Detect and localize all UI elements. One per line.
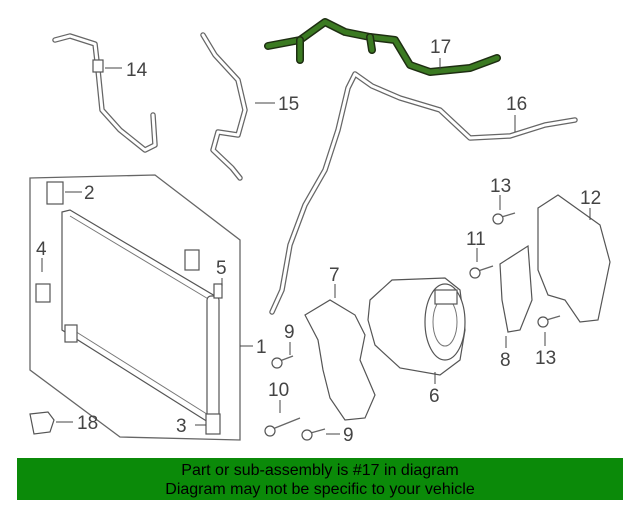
callout-14: 14	[126, 60, 148, 81]
part-4-bracket[interactable]	[35, 283, 51, 303]
part-6-compressor[interactable]	[367, 277, 466, 376]
part-inner-bracket-b	[64, 324, 78, 343]
callout-17: 17	[430, 37, 451, 58]
part-15-hose[interactable]	[200, 32, 248, 181]
callout-15: 15	[278, 94, 299, 115]
callout-16: 16	[506, 94, 527, 115]
bolt-9-lower[interactable]	[301, 428, 326, 441]
bolt-13-lower[interactable]	[537, 315, 561, 328]
bolt-13-upper[interactable]	[492, 212, 516, 225]
part-14-hose[interactable]	[52, 33, 158, 153]
part-3-bracket[interactable]	[205, 413, 221, 435]
callout-13-upper: 13	[490, 176, 511, 197]
bolt-10[interactable]	[264, 417, 301, 437]
leader-lines	[41, 58, 591, 435]
callout-8: 8	[500, 350, 511, 371]
part-1-condenser[interactable]	[29, 174, 241, 441]
part-12-bracket[interactable]	[537, 194, 611, 323]
callout-11: 11	[466, 229, 486, 250]
part-inner-bracket-a	[184, 249, 200, 271]
info-banner: Part or sub-assembly is #17 in diagram D…	[17, 458, 623, 500]
banner-line-1: Part or sub-assembly is #17 in diagram	[181, 462, 459, 479]
part-16-pipe[interactable]	[269, 71, 578, 315]
callout-13-lower: 13	[535, 348, 556, 369]
callout-9-upper: 9	[284, 322, 295, 343]
bolt-9-upper[interactable]	[271, 355, 294, 369]
callout-5: 5	[216, 258, 227, 279]
part-2-bracket[interactable]	[46, 181, 64, 205]
banner-line-2: Diagram may not be specific to your vehi…	[165, 481, 475, 498]
parts-diagram: 14 15 17 16 2 13 12 11 4 5 7 1 9 8 13 10…	[29, 18, 611, 446]
callout-10: 10	[268, 380, 289, 401]
callout-1: 1	[256, 337, 267, 358]
callout-2: 2	[84, 183, 95, 204]
bolt-11[interactable]	[469, 265, 494, 279]
callout-12: 12	[580, 188, 601, 209]
callout-9-lower: 9	[343, 425, 354, 446]
callout-4: 4	[36, 239, 47, 260]
callout-6: 6	[429, 386, 440, 407]
callout-18: 18	[77, 413, 98, 434]
part-18-clip[interactable]	[29, 411, 55, 435]
callout-3: 3	[176, 416, 187, 437]
part-17-hose[interactable]	[264, 18, 501, 76]
part-8-bracket[interactable]	[499, 244, 533, 333]
part-7-shield[interactable]	[304, 299, 376, 421]
callout-7: 7	[329, 265, 340, 286]
